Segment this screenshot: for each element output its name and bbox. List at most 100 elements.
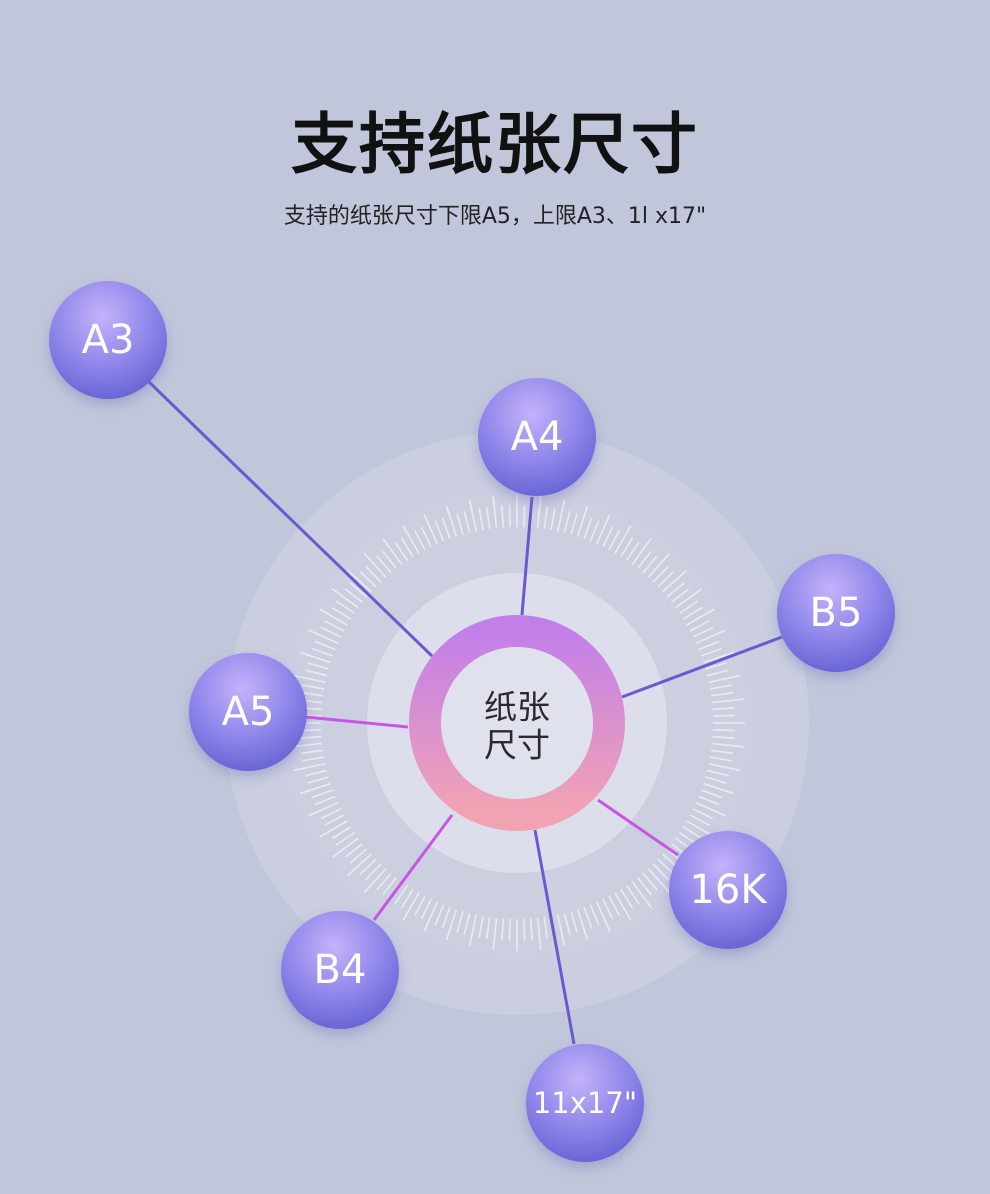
tick-mark [324,814,345,827]
size-node-16k: 16K [669,831,787,949]
tick-mark [608,530,621,551]
tick-mark [402,892,420,921]
page-subtitle: 支持的纸张尺寸下限A5，上限A3、1l x17" [283,204,707,229]
tick-mark [652,863,670,881]
size-node-circle [281,911,399,1029]
tick-mark [692,626,714,638]
tick-mark [349,848,368,864]
connector-lines [146,379,783,1045]
tick-mark [463,511,471,534]
tick-mark [413,895,426,916]
tick-mark [364,565,382,583]
tick-mark [349,582,368,598]
tick-mark [500,505,505,528]
size-node-circle [669,831,787,949]
tick-mark [413,530,426,551]
tick-mark [703,782,735,795]
tick-mark [679,600,699,615]
tick-mark [589,904,600,926]
tick-mark [712,735,735,740]
tick-mark [602,898,614,920]
tick-mark [602,526,614,548]
size-node-a3: A3 [49,281,167,399]
tick-mark [556,914,566,947]
tick-mark [335,831,355,846]
tick-mark [305,769,328,777]
tick-mark [314,640,336,651]
size-node-circle [189,653,307,771]
tick-mark [485,507,491,530]
tick-mark [710,749,733,755]
size-node-a5: A5 [189,653,307,771]
size-node-circle [526,1044,644,1162]
tick-mark [445,505,458,537]
tick-mark [305,669,328,677]
tick-mark [331,826,352,840]
tick-mark [523,918,526,941]
center-label-line1: 纸张 [484,688,550,727]
tick-mark [299,735,322,740]
size-node-b5: B5 [777,554,895,672]
tick-mark [456,911,464,933]
tick-mark [347,853,372,877]
tick-mark [556,499,566,532]
tick-mark [344,588,364,603]
tick-mark [698,795,720,806]
tick-mark [703,651,735,664]
tick-mark [642,555,658,574]
tick-mark [700,647,723,657]
tick-mark [536,496,542,529]
tick-ring [289,495,745,951]
size-node-label: A5 [222,689,275,735]
size-node-a4: A4 [478,378,596,496]
tick-mark [583,906,593,929]
tick-mark [657,858,675,876]
tick-mark [394,541,409,561]
tick-mark [299,782,331,795]
size-node-label: 11x17" [533,1086,637,1120]
size-node-label: B5 [810,590,863,636]
tick-mark [708,674,741,684]
tick-mark [359,858,377,876]
tick-mark [570,513,578,535]
tick-mark [689,814,710,827]
tick-mark [456,513,464,535]
tick-mark [706,669,729,677]
tick-mark [637,550,652,570]
tick-mark [637,876,652,896]
tick-mark [576,909,589,941]
tick-mark [382,876,397,896]
tick-mark [468,499,478,532]
tick-mark [382,550,397,570]
tick-mark [620,537,634,558]
tick-mark [445,909,458,941]
tick-mark [709,756,732,762]
tick-mark [335,600,355,615]
size-node-circle [49,281,167,399]
tick-mark [302,684,325,690]
tick-mark [423,901,439,932]
tick-mark [614,525,632,554]
tick-mark [311,647,334,657]
tick-mark [492,917,498,950]
tick-mark [320,626,342,638]
size-node-11x17: 11x17" [526,1044,644,1162]
tick-mark [711,742,744,748]
tick-mark [332,588,359,609]
connector-a4 [520,496,534,616]
tick-mark [670,588,690,603]
tick-mark [563,511,571,534]
size-node-circle [478,378,596,496]
tick-mark [324,619,345,632]
tick-mark [320,808,342,820]
tick-mark [301,691,324,697]
connector-11x17 [533,829,576,1045]
size-node-label: B4 [314,947,367,993]
tick-mark [686,608,715,626]
tick-mark [620,888,634,909]
tick-mark [695,629,726,645]
tick-mark [705,662,727,670]
tick-mark [301,749,324,755]
